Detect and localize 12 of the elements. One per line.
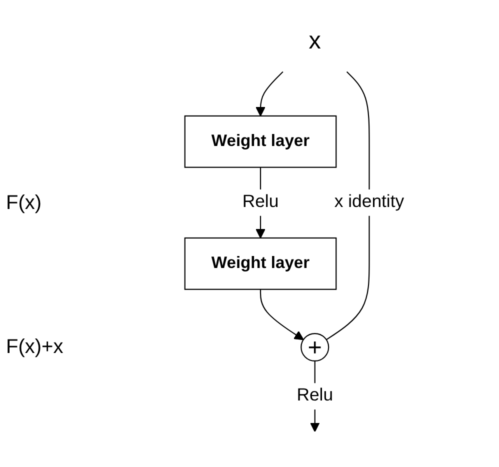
node-circle: + — [300, 332, 330, 362]
connector — [326, 71, 370, 340]
arrow — [256, 71, 284, 116]
node-box: Weight layer — [184, 237, 337, 290]
side-label: F(x) — [6, 190, 42, 215]
node-text: x — [308, 26, 321, 54]
side-label: F(x)+x — [6, 335, 64, 360]
edge-label: x identity — [334, 192, 404, 212]
node-box: Weight layer — [184, 115, 337, 168]
edge-label: Relu — [296, 386, 334, 406]
arrow — [260, 289, 304, 340]
edge-label: Relu — [242, 192, 279, 212]
